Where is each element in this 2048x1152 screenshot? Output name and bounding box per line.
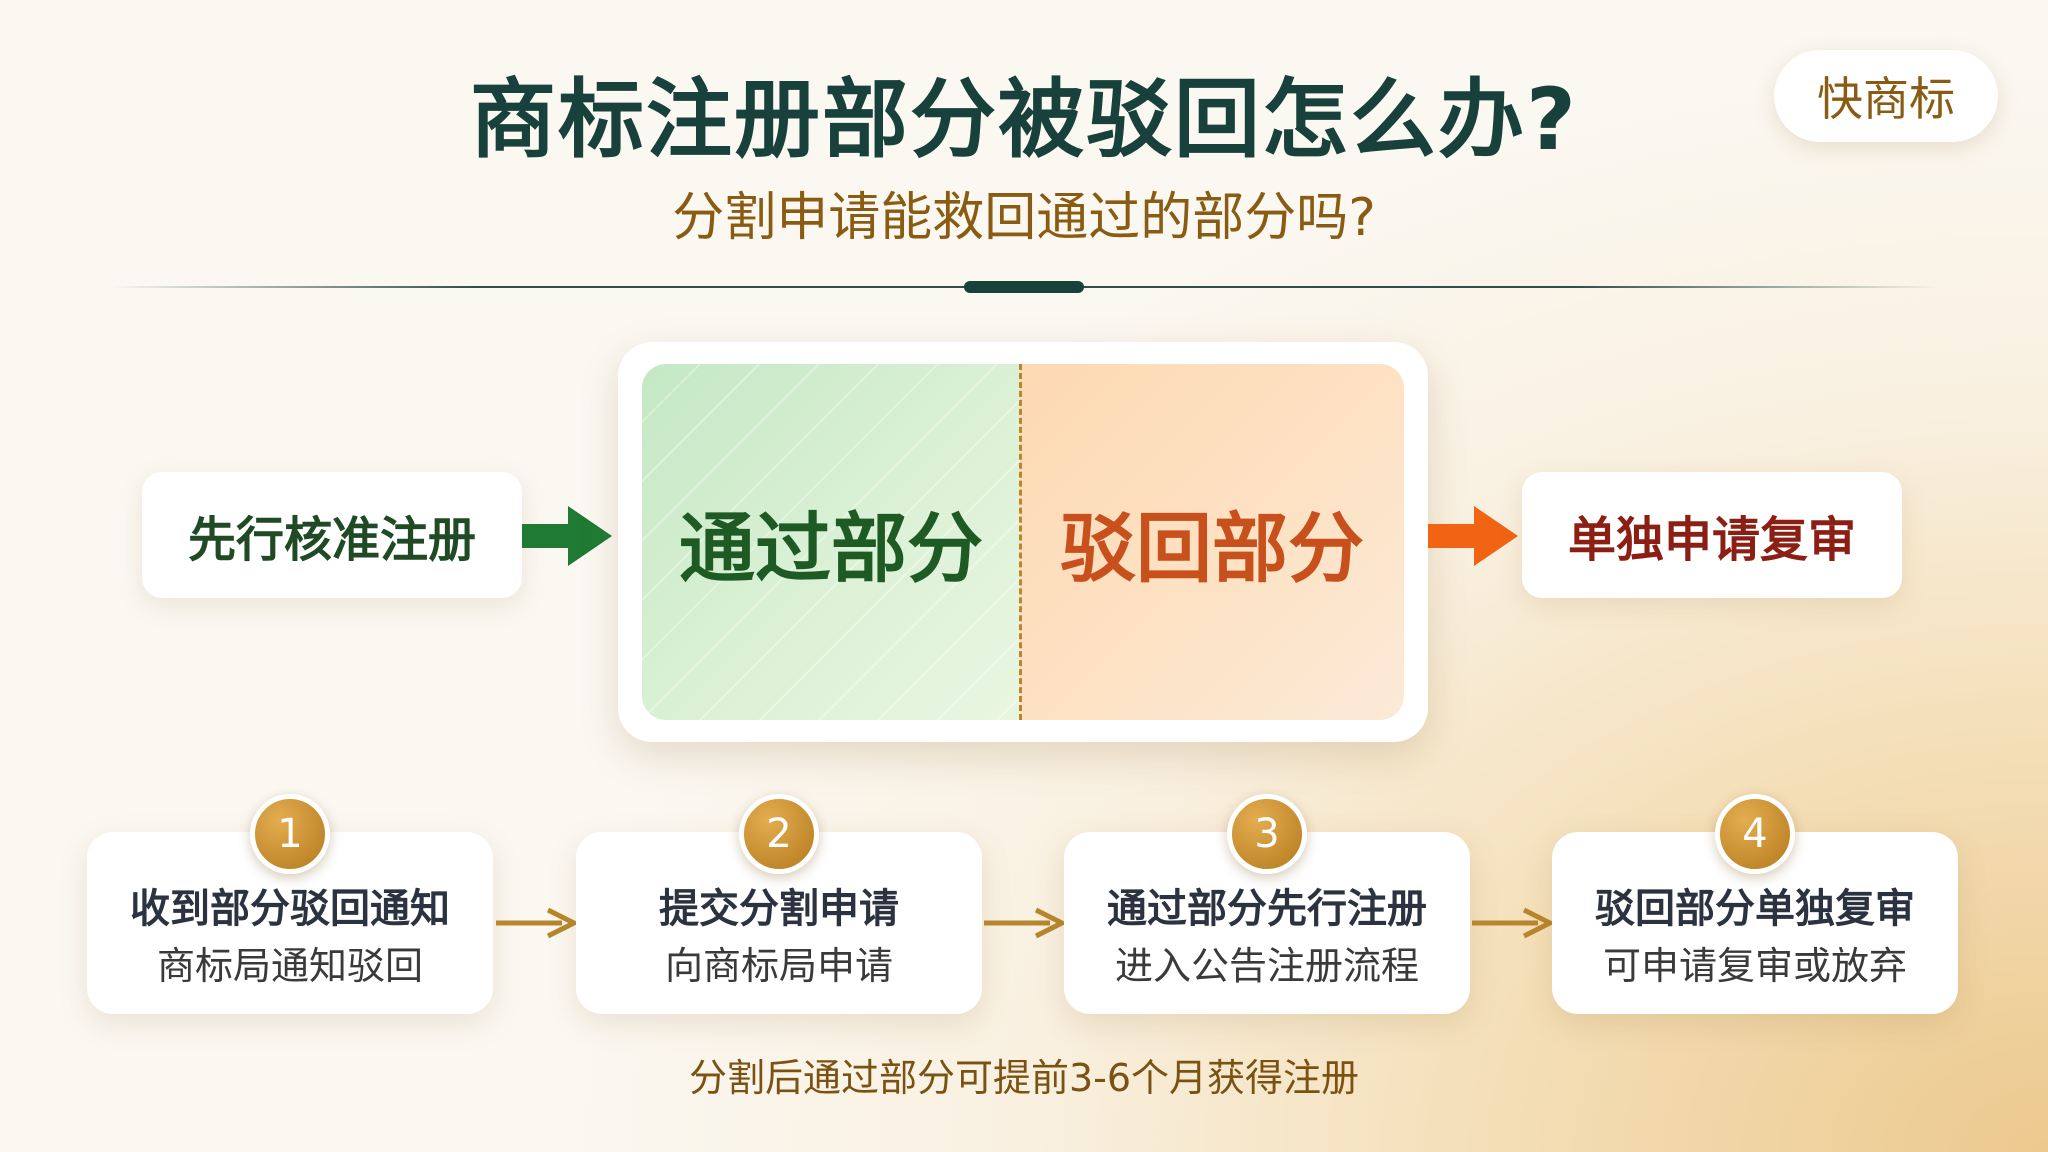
step-number-badge: 1 [250,794,330,874]
step-connector-arrow-icon [1472,907,1552,939]
step-connector-arrow-icon [496,907,576,939]
step-title: 驳回部分单独复审 [1595,886,1915,932]
step-description: 向商标局申请 [664,944,893,988]
step-title: 收到部分驳回通知 [130,886,450,932]
brand-badge: 快商标 [1774,50,1998,142]
step-description: 进入公告注册流程 [1114,944,1419,988]
header-divider-accent [964,281,1084,293]
step-card-1: 1 收到部分驳回通知 商标局通知驳回 [87,794,493,1014]
step-title: 提交分割申请 [659,886,899,932]
step-number-badge: 2 [739,794,819,874]
orange-arrow-icon [1428,506,1518,566]
split-dashed-divider [1019,364,1022,720]
step-card-4: 4 驳回部分单独复审 可申请复审或放弃 [1552,794,1958,1014]
page-subtitle: 分割申请能救回通过的部分吗? [672,188,1376,248]
reject-section: 驳回部分 [1020,364,1404,720]
page-title: 商标注册部分被驳回怎么办? [470,70,1578,170]
step-number-badge: 3 [1227,794,1307,874]
step-card-2: 2 提交分割申请 向商标局申请 [576,794,982,1014]
step-description: 商标局通知驳回 [156,944,423,988]
step-title: 通过部分先行注册 [1107,886,1427,932]
approved-registration-box: 先行核准注册 [142,472,522,598]
separate-review-box: 单独申请复审 [1522,472,1902,598]
split-panel: 通过部分 驳回部分 [618,342,1428,742]
step-card-3: 3 通过部分先行注册 进入公告注册流程 [1064,794,1470,1014]
green-arrow-icon [522,506,612,566]
step-connector-arrow-icon [984,907,1064,939]
pass-section: 通过部分 [642,364,1020,720]
step-description: 可申请复审或放弃 [1602,944,1907,988]
step-number-badge: 4 [1715,794,1795,874]
footnote: 分割后通过部分可提前3-6个月获得注册 [688,1056,1360,1100]
